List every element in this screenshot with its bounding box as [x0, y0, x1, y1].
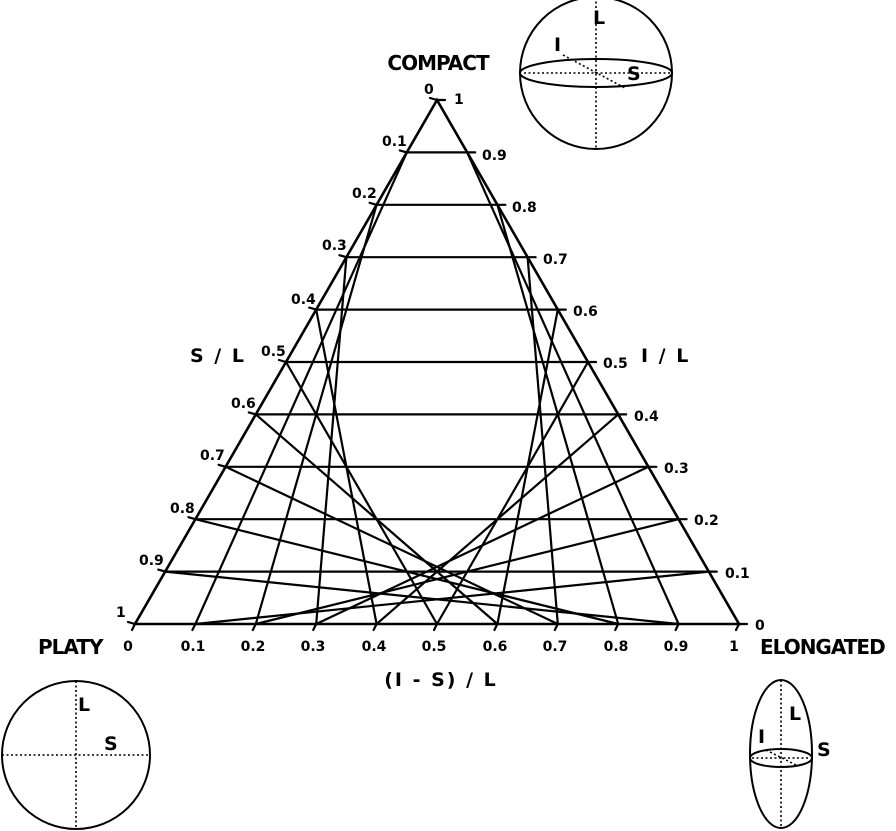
tick-mark [368, 201, 378, 206]
tick-mark [338, 254, 348, 259]
right-tick-label: 0.6 [573, 304, 598, 320]
tick-mark [308, 306, 318, 311]
corner-label-elongated: ELONGATED [760, 635, 885, 659]
right-tick-label: 0.1 [725, 566, 750, 582]
tick-mark [398, 149, 408, 154]
left-tick-label: 0.8 [170, 501, 195, 517]
left-tick-label: 0.1 [382, 134, 407, 150]
left-tick-label: 0.9 [139, 553, 164, 569]
grid-line [224, 465, 559, 626]
bottom-tick-label: 0.2 [241, 639, 266, 655]
right-tick-label: 0.5 [603, 356, 628, 372]
left-tick-label: 0 [424, 82, 434, 98]
bottom-tick-label: 0.7 [543, 639, 568, 655]
left-axis-ticks: 0 0.1 0.2 0.3 0.4 0.5 0.6 0.7 0.8 0.9 1 [116, 82, 434, 621]
compact-label-s: S [627, 63, 641, 85]
elongated-label-s: S [817, 739, 831, 761]
tick-mark [191, 622, 197, 632]
tick-mark [372, 622, 378, 632]
tick-mark [312, 622, 318, 632]
right-axis-title: I / L [641, 345, 690, 367]
grid-line [526, 256, 559, 626]
right-axis-ticks: 1 0.9 0.8 0.7 0.6 0.5 0.4 0.3 0.2 0.1 0 [454, 92, 765, 634]
left-tick-label: 1 [116, 605, 126, 621]
corner-label-compact: COMPACT [387, 51, 490, 75]
tick-mark [247, 411, 257, 416]
left-tick-label: 0.4 [291, 292, 316, 308]
left-axis-title: S / L [190, 345, 246, 367]
right-tick-label: 0.9 [482, 148, 507, 164]
elongated-label-i: I [758, 726, 765, 748]
grid-line [284, 360, 439, 626]
compact-label-l: L [593, 7, 605, 29]
left-tick-label: 0.2 [352, 186, 377, 202]
right-tick-label: 0 [755, 618, 765, 634]
grid-line [435, 360, 590, 626]
tick-mark [157, 568, 167, 573]
tick-mark [187, 516, 197, 521]
elongated-label-l: L [789, 703, 801, 725]
platy-disc-icon: L S [1, 680, 151, 830]
bottom-tick-label: 0 [123, 639, 133, 655]
tick-mark [734, 622, 741, 632]
right-tick-label: 1 [454, 92, 464, 108]
bottom-tick-label: 0.6 [483, 639, 508, 655]
compact-label-i: I [554, 34, 561, 56]
left-tick-label: 0.6 [231, 396, 256, 412]
bottom-axis-title: (I - S) / L [384, 669, 498, 691]
bottom-tick-label: 0.8 [604, 639, 629, 655]
tick-mark [553, 622, 559, 632]
corner-label-platy: PLATY [38, 635, 104, 659]
tick-mark [126, 620, 137, 626]
elongated-rod-icon: L I S [749, 679, 831, 829]
tick-mark [614, 622, 620, 632]
right-tick-label: 0.4 [634, 409, 659, 425]
tick-mark [432, 622, 439, 632]
tick-mark [277, 358, 288, 364]
right-tick-label: 0.3 [664, 461, 689, 477]
ternary-grid [164, 151, 710, 626]
tick-mark [674, 622, 680, 632]
right-tick-label: 0.7 [543, 252, 568, 268]
bottom-tick-label: 0.1 [181, 639, 206, 655]
tick-mark [493, 622, 499, 632]
left-tick-label: 0.5 [261, 344, 286, 360]
bottom-tick-label: 0.4 [362, 639, 387, 655]
bottom-tick-label: 0.3 [301, 639, 326, 655]
platy-label-s: S [104, 733, 118, 755]
tick-mark [251, 622, 257, 632]
tick-mark [428, 96, 439, 102]
platy-label-l: L [78, 694, 90, 716]
right-tick-label: 0.2 [694, 513, 719, 529]
bottom-tick-label: 0.9 [664, 639, 689, 655]
bottom-tick-label: 1 [729, 639, 739, 655]
tick-mark [217, 463, 227, 468]
grid-line [466, 151, 680, 626]
left-tick-label: 0.3 [322, 238, 347, 254]
grid-line [164, 570, 680, 626]
bottom-tick-label: 0.5 [422, 639, 447, 655]
grid-line [496, 203, 620, 626]
left-tick-label: 0.7 [200, 448, 225, 464]
bottom-axis-ticks: 0 0.1 0.2 0.3 0.4 0.5 0.6 0.7 0.8 0.9 1 [123, 639, 739, 655]
right-tick-label: 0.8 [512, 200, 537, 216]
tick-marks [126, 96, 749, 632]
compact-sphere-icon: L I S [519, 0, 673, 150]
